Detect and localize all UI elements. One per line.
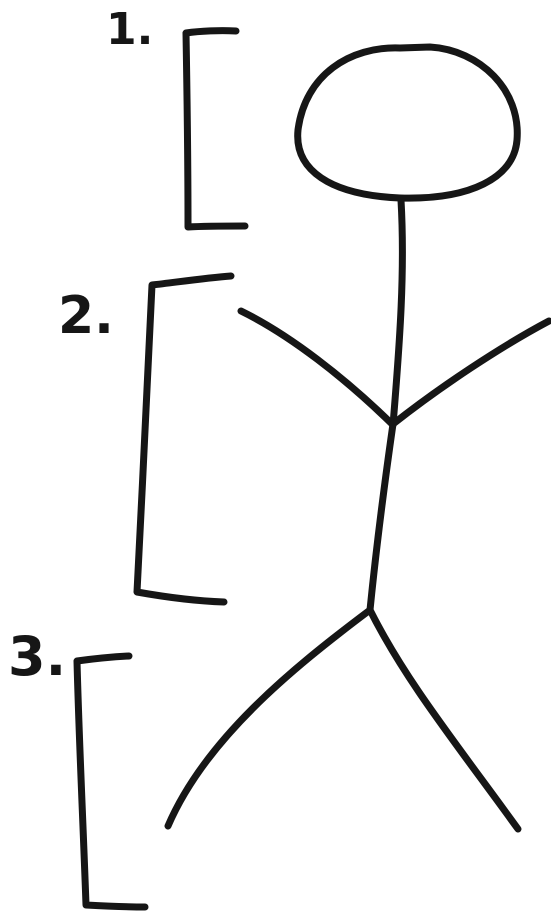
stick-figure-left-arm	[237, 307, 396, 428]
stick-figure-left-leg	[164, 606, 374, 830]
step-label-3: 3.	[8, 625, 67, 688]
stick-figure-neck	[389, 196, 406, 429]
stick-figure-torso	[366, 420, 397, 614]
bracket-2	[133, 272, 235, 606]
step-label-2: 2.	[58, 286, 114, 346]
bracket-1	[182, 27, 249, 231]
stick-figure-head	[294, 43, 521, 202]
step-label-1: 1.	[106, 4, 154, 55]
stick-figure-right-leg	[366, 606, 522, 833]
bracket-3	[73, 652, 149, 911]
stick-figure-right-arm	[389, 317, 551, 428]
